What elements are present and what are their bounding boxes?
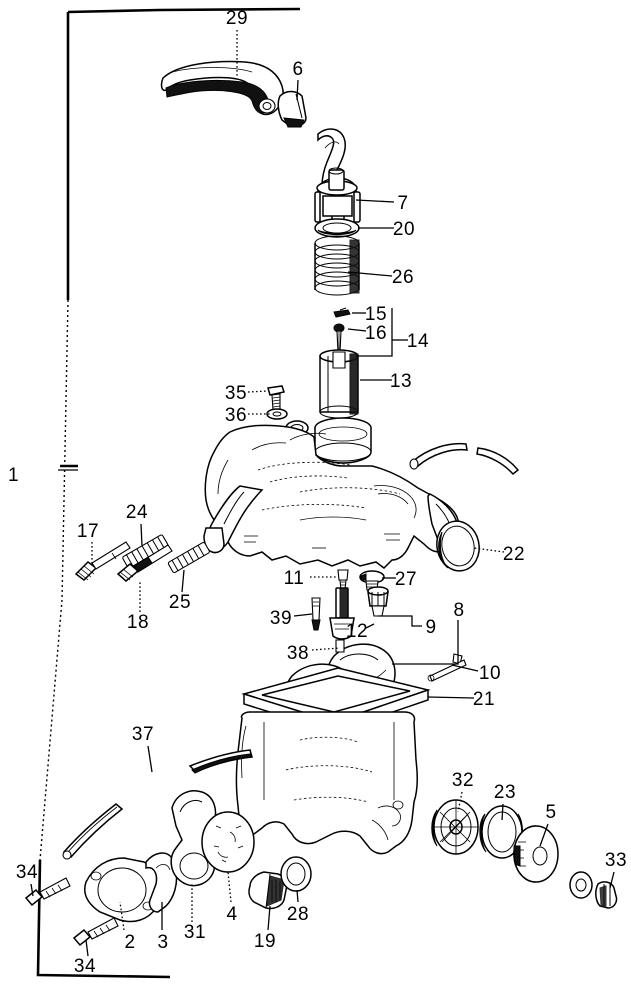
filter-ring-part — [479, 805, 523, 859]
pilot-screw-part — [116, 544, 173, 582]
flange-bolt-upper-part — [24, 877, 71, 907]
float-pin-part — [427, 659, 467, 682]
assembly-bracket — [36, 7, 301, 979]
callout-10: 10 — [479, 663, 501, 684]
callout-22: 22 — [503, 544, 525, 565]
air-screw-part — [337, 569, 349, 591]
main-jet-part — [248, 871, 288, 910]
callout-28: 28 — [287, 904, 309, 925]
callout-11: 11 — [284, 568, 305, 589]
callout-14: 14 — [407, 331, 429, 352]
callout-17: 17 — [77, 521, 99, 542]
top-cap-nut-part — [314, 167, 361, 223]
callout-31: 31 — [184, 922, 206, 943]
callout-4: 4 — [226, 904, 237, 925]
insulator-gasket-part — [84, 857, 162, 923]
callout-34-lower: 34 — [74, 956, 96, 977]
callout-35: 35 — [225, 383, 247, 404]
callout-19: 19 — [254, 931, 276, 952]
jet-needle-part — [333, 323, 345, 353]
flange-bolt-lower-part — [72, 917, 119, 947]
callout-7: 7 — [397, 193, 408, 214]
callout-5: 5 — [545, 802, 556, 823]
callout-20: 20 — [393, 219, 415, 240]
throttle-stop-screw-part — [74, 541, 131, 581]
vent-hose-right — [409, 442, 520, 476]
callout-15: 15 — [365, 304, 387, 325]
fuel-strainer-screen-part — [431, 799, 479, 855]
overflow-tube-part — [62, 749, 253, 860]
cap-plate-part — [201, 811, 255, 873]
callout-33: 33 — [605, 850, 627, 871]
callout-32: 32 — [452, 770, 474, 791]
callout-12: 12 — [346, 621, 368, 642]
callout-36: 36 — [225, 405, 247, 426]
leader-lines — [30, 30, 615, 957]
drain-plug-cap-part — [513, 825, 559, 883]
needle-valve-set-part — [367, 586, 389, 617]
callout-38: 38 — [287, 643, 309, 664]
needle-clip-part — [333, 307, 351, 318]
callout-1: 1 — [8, 465, 19, 486]
callout-numbers: 1 2 3 4 5 6 7 8 9 10 11 12 13 14 15 16 1… — [8, 8, 627, 977]
drain-screw-small-part — [595, 881, 618, 909]
washer-tiny — [569, 871, 593, 899]
slow-jet-part — [311, 597, 321, 631]
pilot-screw-spring-part — [167, 541, 210, 574]
callout-21: 21 — [473, 689, 495, 710]
callout-34-upper: 34 — [16, 862, 38, 883]
throttle-valve-spring-part — [314, 235, 360, 296]
lever-plate-part — [170, 790, 217, 887]
callout-3: 3 — [157, 932, 168, 953]
callout-18: 18 — [127, 612, 149, 633]
drain-screw-part — [359, 570, 385, 591]
washer-small-part — [280, 856, 312, 892]
carburetor-body — [203, 417, 464, 569]
callout-6: 6 — [292, 59, 303, 80]
tube-sleeve-part — [277, 90, 307, 128]
callout-27: 27 — [395, 569, 417, 590]
cable-adjuster-screw-part — [267, 385, 285, 411]
callout-37: 37 — [132, 724, 154, 745]
adjuster-nut-part — [266, 408, 288, 420]
callout-13: 13 — [390, 371, 412, 392]
callout-25: 25 — [169, 592, 191, 613]
o-ring-large-part — [436, 520, 480, 572]
callout-39: 39 — [270, 608, 292, 629]
callout-23: 23 — [494, 782, 516, 803]
callout-26: 26 — [392, 267, 414, 288]
callout-24: 24 — [126, 502, 148, 523]
callout-29: 29 — [226, 8, 248, 29]
callout-2: 2 — [124, 932, 135, 953]
cap-seal-ring-part — [314, 218, 360, 238]
throttle-valve-part — [319, 349, 359, 419]
callout-16: 16 — [365, 323, 387, 344]
float-chamber-body — [235, 711, 419, 855]
needle-jet-part — [329, 587, 355, 640]
fuel-hose-part — [160, 60, 284, 116]
insulator-plate-part — [145, 852, 178, 913]
callout-8: 8 — [453, 600, 464, 621]
callout-9: 9 — [425, 617, 436, 638]
